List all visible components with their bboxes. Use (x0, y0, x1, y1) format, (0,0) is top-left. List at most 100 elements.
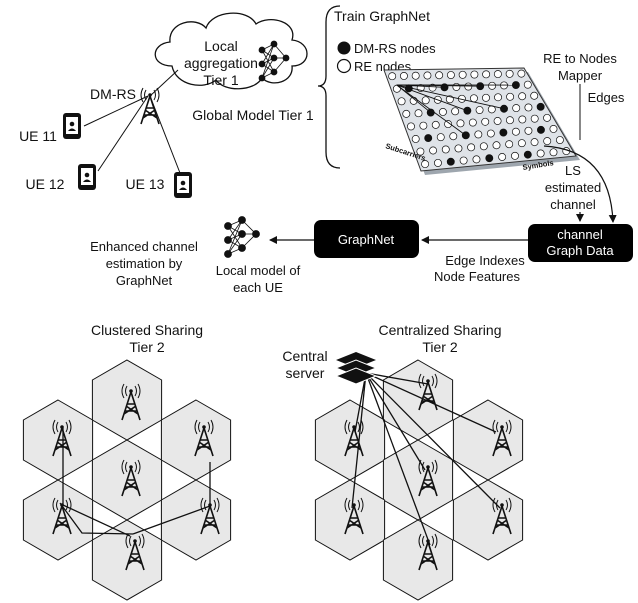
tower-to-cloud-link (149, 69, 179, 97)
cloud-neural-net-icon (258, 40, 290, 82)
ue12-device-icon (78, 164, 96, 190)
graph-edge (396, 84, 468, 112)
ue13-label: UE 13 (126, 176, 165, 192)
re-node (494, 93, 502, 102)
dmrs-node (523, 150, 532, 159)
re-node (416, 147, 425, 156)
re-node (438, 107, 447, 116)
re-node (411, 71, 420, 80)
re-node (436, 133, 445, 142)
centralized-label-line2: Tier 2 (422, 339, 457, 355)
re-node (517, 69, 526, 78)
mapper-label-line1: RE to Nodes (543, 51, 617, 66)
ls-label-line2: estimated (545, 180, 601, 195)
re-node (506, 116, 514, 125)
re-node (469, 94, 478, 103)
ue12-label: UE 12 (26, 176, 65, 192)
centralized-hex-cell (382, 519, 454, 601)
re-node (441, 145, 450, 154)
re-node (472, 155, 481, 164)
local-aggregation-cloud (154, 12, 308, 90)
train-brace (317, 5, 341, 169)
centralized-hex-cell (382, 359, 454, 441)
grid-to-channel-arrow (543, 145, 617, 223)
centralized-hex-cells (314, 359, 524, 601)
re-node (482, 93, 490, 102)
re-node (431, 120, 440, 129)
re-node (524, 103, 533, 112)
re-node (498, 153, 507, 161)
bs-tower-icon (140, 87, 160, 125)
re-node (444, 120, 453, 129)
dmrs-node (485, 154, 494, 163)
re-node (433, 158, 442, 167)
ls-label-line1: LS (565, 163, 581, 178)
re-node (511, 127, 520, 136)
legend-dmrs-node-icon (337, 41, 351, 55)
link-ue12 (97, 95, 149, 172)
re-node (446, 71, 455, 79)
ls-label-line3: channel (550, 197, 596, 212)
re-node (493, 70, 502, 79)
re-node (402, 109, 411, 118)
re-node (543, 137, 552, 146)
re-node (421, 96, 430, 105)
dmrs-node (424, 134, 433, 143)
clustered-hex-cell (91, 359, 163, 441)
channel-box-line2: Graph Data (546, 243, 614, 258)
re-node (435, 71, 444, 80)
graph-edge (396, 84, 505, 110)
mapper-label-line2: Mapper (558, 68, 603, 83)
re-node (467, 143, 476, 152)
dmrs-node (537, 125, 545, 134)
re-node (451, 107, 460, 116)
re-node (549, 125, 558, 133)
re-node (530, 114, 539, 123)
re-node (543, 113, 552, 122)
re-node (458, 70, 467, 79)
local-model-label-line2: each UE (233, 280, 283, 295)
clustered-label-line2: Tier 2 (129, 339, 164, 355)
legend-re-node-icon (336, 58, 352, 74)
dmrs-node (446, 157, 455, 166)
re-node (419, 121, 428, 130)
re-node (488, 81, 497, 90)
enhanced-label-line1: Enhanced channel (90, 239, 198, 254)
re-node (505, 69, 514, 78)
re-node (388, 72, 397, 81)
re-node (470, 70, 479, 79)
train-graphnet-label: Train GraphNet (334, 8, 430, 24)
re-node (397, 97, 406, 106)
resource-grid-edges (396, 84, 516, 136)
enhanced-label-line2: estimation by (106, 256, 183, 271)
re-node (399, 72, 408, 80)
ue11-device-icon (63, 113, 81, 139)
clustered-hex-cell (91, 519, 163, 601)
re-node (481, 117, 490, 126)
re-node (407, 122, 415, 131)
re-node (511, 151, 519, 160)
link-ue11 (83, 95, 149, 127)
ue11-label: UE 11 (19, 128, 57, 144)
re-node (459, 156, 468, 165)
dmrs-label: DM-RS (90, 86, 136, 102)
edges-label: Edges (588, 90, 625, 105)
re-node (493, 117, 502, 125)
re-node (517, 139, 526, 148)
re-node (475, 106, 484, 114)
re-node (429, 146, 438, 155)
enhanced-label-line3: GraphNet (116, 273, 173, 288)
re-node (449, 132, 458, 141)
re-node (468, 118, 477, 127)
legend-dmrs-label: DM-RS nodes (354, 41, 436, 56)
re-node (518, 92, 527, 101)
link-ue13 (149, 95, 181, 174)
re-node (452, 82, 461, 91)
re-node (411, 135, 420, 143)
centralized-hex-cell (452, 399, 524, 481)
cloud-label-line1: Local (204, 38, 237, 54)
re-node (524, 126, 533, 135)
re-node (518, 115, 527, 124)
resource-grid (383, 67, 577, 172)
node-features-label: Node Features (434, 269, 520, 284)
